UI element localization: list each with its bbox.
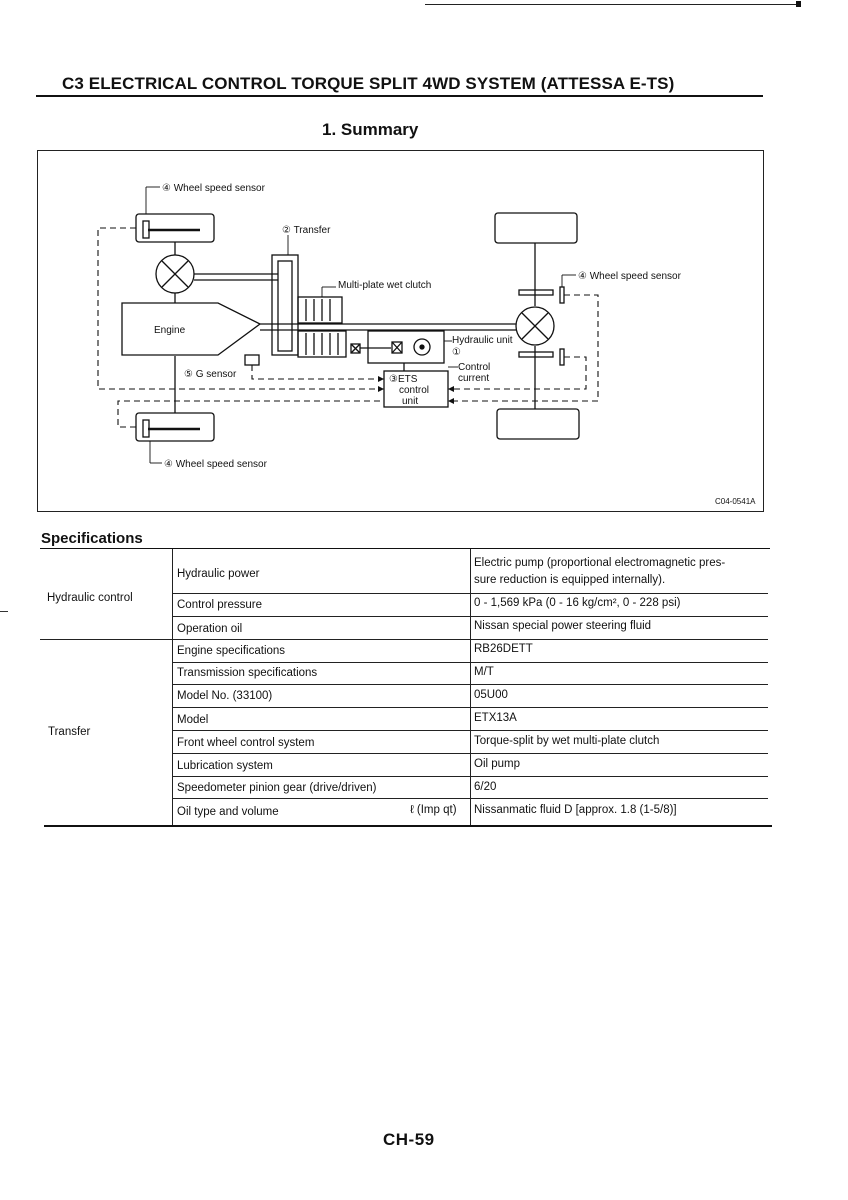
margin-mark — [0, 611, 8, 612]
front-left-signal-line — [97, 227, 384, 390]
row-divider — [172, 798, 768, 799]
label-current: current — [458, 373, 489, 384]
label-wheel-sensor-top: ④ Wheel speed sensor — [162, 183, 266, 194]
label-ets-line2: control — [399, 385, 429, 396]
spec-value: Electric pump (proportional electromagne… — [474, 557, 726, 569]
spec-item: Control pressure — [177, 599, 263, 611]
spec-item: Front wheel control system — [177, 737, 315, 749]
spec-value: 0 - 1,569 kPa (0 - 16 kg/cm², 0 - 228 ps… — [474, 597, 681, 609]
spec-unit: ℓ (Imp qt) — [410, 804, 457, 816]
chapter-rule — [36, 95, 763, 97]
label-transfer: ② Transfer — [282, 225, 331, 236]
row-divider — [172, 616, 768, 617]
spec-value: 05U00 — [474, 689, 508, 701]
label-wheel-sensor-right: ④ Wheel speed sensor — [578, 271, 682, 282]
clutch-pack-lower — [297, 330, 347, 358]
label-g-sensor: ⑤ G sensor — [184, 369, 237, 380]
spec-item: Oil type and volume — [177, 806, 279, 818]
spec-value: 6/20 — [474, 781, 497, 793]
diagram-drawing: ④ Wheel speed sensor ② Transfer ④ Wheel … — [97, 183, 756, 506]
spec-value: Nissanmatic fluid D [approx. 1.8 (1-5/8)… — [474, 804, 677, 816]
rear-right-signal-line — [448, 294, 599, 402]
spec-value: ETX13A — [474, 712, 517, 724]
label-ets-line1: ③ETS — [389, 374, 418, 385]
spec-item: Hydraulic power — [177, 568, 260, 580]
section-title: 1. Summary — [322, 120, 419, 139]
bottom-left-sensor — [142, 419, 150, 438]
spec-item: Transmission specifications — [177, 667, 318, 679]
spec-item: Operation oil — [177, 623, 243, 635]
group-label-hydraulic: Hydraulic control — [47, 592, 133, 604]
label-control: Control — [458, 362, 490, 373]
label-engine: Engine — [154, 325, 186, 336]
label-wheel-sensor-bottom: ④ Wheel speed sensor — [164, 459, 268, 470]
rear-right-top-wheel — [494, 212, 578, 244]
header-corner-mark — [796, 1, 801, 7]
specs-title: Specifications — [41, 530, 143, 547]
spec-item: Engine specifications — [177, 645, 286, 657]
front-left-sensor — [142, 220, 150, 239]
g-sensor — [244, 354, 260, 366]
chapter-title: C3 ELECTRICAL CONTROL TORQUE SPLIT 4WD S… — [62, 74, 675, 93]
clutch-pack-upper — [297, 296, 343, 324]
table-col-divider-1 — [172, 549, 173, 825]
row-divider — [172, 662, 768, 663]
spec-value: Nissan special power steering fluid — [474, 620, 652, 632]
row-divider — [172, 707, 768, 708]
spec-item: Model No. (33100) — [177, 690, 273, 702]
page-number: CH-59 — [383, 1130, 435, 1149]
row-divider — [172, 776, 768, 777]
label-hydraulic-unit: Hydraulic unit — [452, 335, 513, 346]
transfer-case — [271, 254, 299, 356]
bottom-left-signal-line — [117, 400, 384, 428]
spec-item: Lubrication system — [177, 760, 273, 772]
table-col-divider-2 — [470, 549, 471, 825]
row-divider — [172, 753, 768, 754]
hydraulic-unit — [367, 330, 445, 364]
engine-block — [121, 302, 262, 356]
spec-item: Speedometer pinion gear (drive/driven) — [177, 782, 377, 794]
group-divider — [40, 639, 768, 640]
system-diagram: ④ Wheel speed sensor ② Transfer ④ Wheel … — [37, 150, 764, 512]
spec-item: Model — [177, 714, 209, 726]
row-divider — [172, 593, 768, 594]
rear-differential — [515, 306, 555, 346]
header-top-rule — [425, 4, 800, 5]
spec-value: Oil pump — [474, 758, 521, 770]
rear-right-bottom-wheel — [496, 408, 580, 440]
spec-value: sure reduction is equipped internally). — [474, 574, 666, 586]
specs-bottom-rule — [44, 825, 772, 827]
spec-value: M/T — [474, 666, 494, 678]
rear-right-lower-signal-line — [448, 356, 587, 390]
label-ets-line3: unit — [402, 396, 418, 407]
spec-value: Torque-split by wet multi-plate clutch — [474, 735, 660, 747]
figure-code: C04-0541A — [715, 497, 756, 506]
g-sensor-signal-line — [251, 365, 384, 380]
specs-top-rule — [40, 548, 770, 549]
label-clutch: Multi-plate wet clutch — [338, 280, 431, 291]
row-divider — [172, 730, 768, 731]
spec-value: RB26DETT — [474, 643, 533, 655]
group-label-transfer: Transfer — [48, 726, 91, 738]
label-hydraulic-unit-num: ① — [452, 347, 461, 358]
row-divider — [172, 684, 768, 685]
